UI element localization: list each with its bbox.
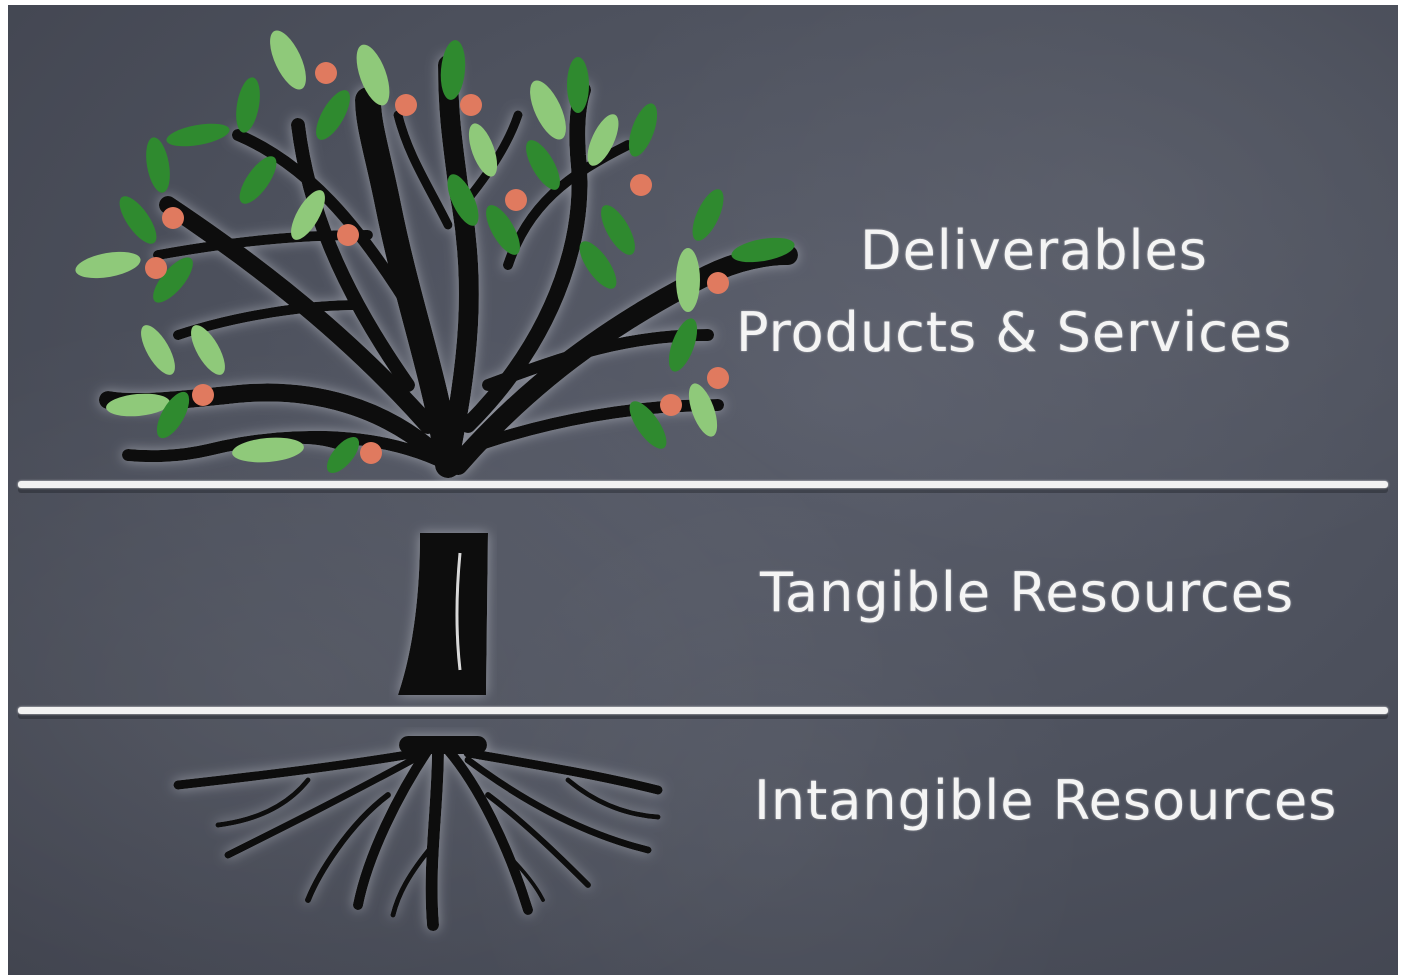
chalkboard: Deliverables Products & Services Tangibl… (8, 5, 1398, 975)
intangible-resources-label: Intangible Resources (754, 769, 1338, 832)
divider-line-top (18, 481, 1388, 488)
deliverables-label: Deliverables (860, 219, 1208, 282)
tree-leaves (75, 30, 795, 474)
divider-line-bottom (18, 707, 1388, 714)
tree-roots (173, 736, 663, 931)
tree-trunk (398, 533, 488, 695)
tree-fruits (145, 62, 729, 464)
tangible-resources-label: Tangible Resources (760, 561, 1295, 624)
tree-illustration (75, 30, 798, 931)
products-services-label: Products & Services (736, 301, 1293, 364)
